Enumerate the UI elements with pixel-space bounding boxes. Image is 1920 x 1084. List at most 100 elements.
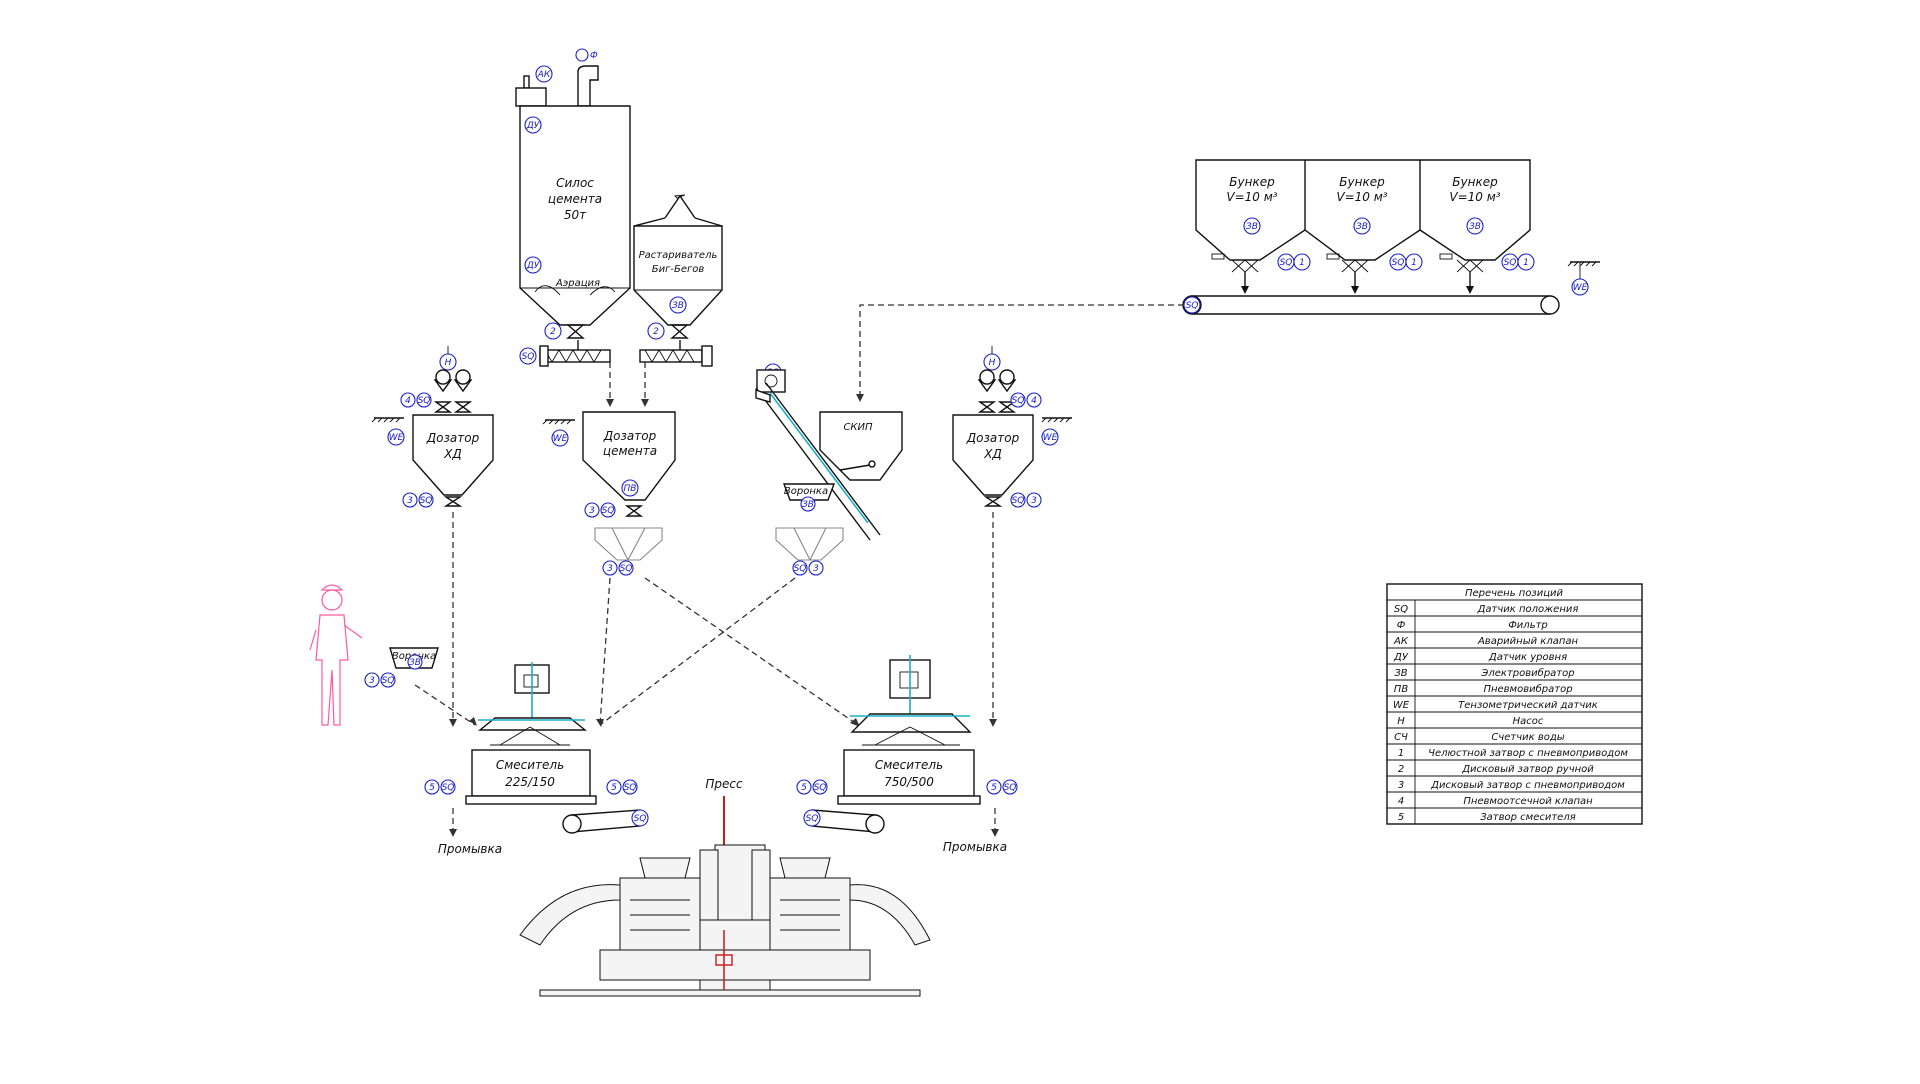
badge-sq-belt: SQ [1186,301,1199,311]
bunker3-title: Бункер [1452,175,1498,189]
legend-code: WE [1393,700,1410,711]
cement-silo: АК Ф Силос цемента 50т ДУ ДУ Аэрация [515,48,631,326]
flow-lines [414,512,997,727]
legend-description: Дисковый затвор с пневмоприводом [1430,780,1625,791]
wash-right-label: Промывка [943,840,1007,854]
belt-conveyor: SQ WE [1182,261,1600,315]
water-doser-right: Н SQ 4 Дозатор ХД WE SQ 3 [952,346,1072,508]
mixer-large-label-1: Смеситель [875,758,943,772]
doser-hd-left-1: Дозатор [426,431,480,445]
legend-description: Насос [1513,716,1544,727]
cement-doser: Дозатор цемента WE ПВ 3 SQ 3 SQ [542,362,676,576]
badge-n5-mix-s-2: 5 [611,783,617,793]
press-label: Пресс [705,777,743,791]
badge-n5-mix-s-1: 5 [429,783,435,793]
bunker3-volume: V=10 м³ [1449,190,1500,204]
legend-description: Электровибратор [1480,667,1574,679]
bunker2-title: Бункер [1339,175,1385,189]
bunker1-volume: V=10 м³ [1226,190,1277,204]
funnel-skip-label: Воронка [784,486,828,497]
badge-sq-distributor: SQ [620,564,633,574]
badge-sq-b3: SQ [1504,258,1517,268]
badge-level-bottom: ДУ [526,261,540,271]
badge-n3-cement: 3 [589,506,595,516]
legend-description: Датчик положения [1477,604,1579,615]
badge-n4-right: 4 [1031,396,1037,406]
badge-level-top: ДУ [526,121,540,131]
badge-sq-mix-l-1: SQ [814,783,827,793]
legend-description: Челюстной затвор с пневмоприводом [1428,748,1628,759]
badge-n3-doser-right: 3 [1031,496,1037,506]
bunker1-title: Бункер [1229,175,1275,189]
badge-sq-belt-left: SQ [634,814,647,824]
legend-code: ЗВ [1394,668,1407,679]
skip-label: СКИП [843,422,873,433]
badge-sq-b2: SQ [1392,258,1405,268]
legend-code: 2 [1398,764,1404,775]
badge-n3-funnel: 3 [369,676,375,686]
badge-filter: Ф [590,51,598,61]
doser-cement-2: цемента [603,444,657,458]
legend-description: Датчик уровня [1488,652,1567,663]
badge-sq-b1: SQ [1280,258,1293,268]
bunker2-volume: V=10 м³ [1336,190,1387,204]
doser-hd-right-2: ХД [983,447,1002,461]
badge-sq-skip-dist: SQ [794,564,807,574]
legend-title: Перечень позиций [1465,588,1564,599]
aggregate-bunkers: Бункер V=10 м³ Бункер V=10 м³ Бункер V=1… [1195,159,1535,294]
badge-pump-left: Н [445,358,452,368]
mixer-large-label-2: 750/500 [884,775,934,789]
silo-label-1: Силос [556,176,594,190]
badge-n4-left: 4 [405,396,411,406]
wash-left-label: Промывка [438,842,502,856]
water-doser-left: Н 4 SQ Дозатор ХД WE 3 SQ [371,346,494,508]
badge-sq-mix-l-2: SQ [1004,783,1017,793]
legend-code: 3 [1398,780,1404,791]
badge-we-cement: WE [553,434,568,444]
belt-to-skip-line [859,304,1184,400]
badge-n3-distributor: 3 [607,564,613,574]
badge-vib-b2: ЗВ [1356,222,1368,232]
badge-valve-silo: 2 [550,327,556,337]
badge-we-belt: WE [1573,283,1588,293]
badge-sq-belt-right: SQ [806,814,819,824]
badge-sq-mix-s-1: SQ [442,783,455,793]
badge-gate-b2: 1 [1411,258,1417,268]
mixer-small-label-1: Смеситель [496,758,564,772]
mixer-small-label-2: 225/150 [505,775,555,789]
badge-sq-doser-left-bottom: SQ [420,496,433,506]
doser-hd-right-1: Дозатор [966,431,1020,445]
legend-description: Пневмоотсечной клапан [1463,796,1593,807]
badge-gate-b3: 1 [1523,258,1529,268]
legend-code: АК [1393,636,1409,647]
operator-figure: Воронка ЗВ 3 SQ [309,584,439,726]
badge-n5-mix-l-2: 5 [991,783,997,793]
badge-ak: АК [537,70,551,80]
unpacker-label-1: Растариватель [639,250,718,261]
belt-to-skip-arrow [856,394,864,402]
legend-code: ПВ [1394,684,1409,695]
badge-pump-right: Н [989,358,996,368]
legend-code: Н [1397,716,1405,727]
legend-description: Счетчик воды [1491,732,1564,743]
doser-hd-left-2: ХД [443,447,462,461]
badge-we-doser-right: WE [1043,433,1058,443]
legend-code: Ф [1397,620,1406,631]
badge-sq-doser-right-bottom: SQ [1012,496,1025,506]
big-bag-unpacker: Растариватель Биг-Бегов ЗВ [633,194,723,326]
badge-n5-mix-l-1: 5 [801,783,807,793]
badge-n3-doser-left: 3 [407,496,413,506]
legend-code: 4 [1398,796,1404,807]
legend-description: Аварийный клапан [1477,636,1579,647]
badge-vib-funnel-left: ЗВ [409,658,421,668]
legend-code: SQ [1394,604,1408,615]
legend-code: 1 [1398,748,1404,759]
badge-n3-skip-dist: 3 [813,564,819,574]
skip-hoist: SQ СКИП Воронка ЗВ SQ 3 [755,363,903,576]
badge-vib-skip-funnel: ЗВ [802,500,814,510]
legend-description: Затвор смесителя [1480,812,1575,823]
screw-conveyors: 2 2 SQ [519,322,713,367]
legend-description: Фильтр [1508,620,1548,631]
badge-sq-funnel: SQ [382,676,395,686]
